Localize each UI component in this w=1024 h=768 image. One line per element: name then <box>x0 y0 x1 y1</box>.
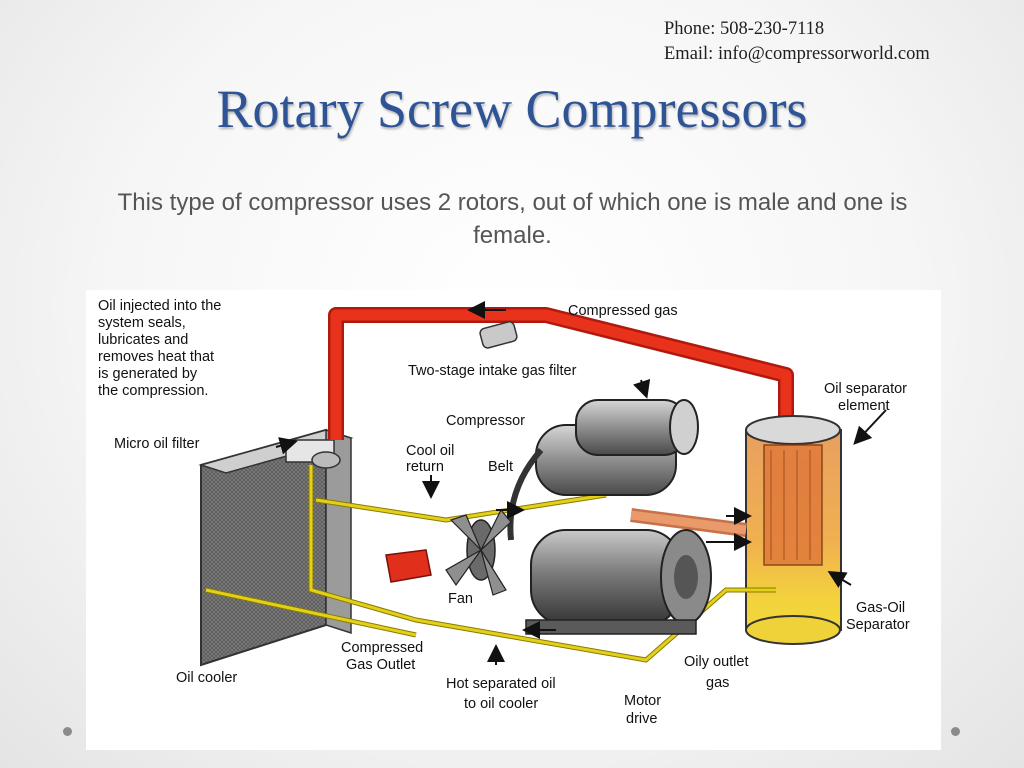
label-compressed-gas-outlet: Compressed Gas Outlet <box>341 640 427 673</box>
belt <box>507 448 544 541</box>
contact-info: Phone: 508-230-7118 Email: info@compress… <box>664 17 930 67</box>
gas-oil-separator <box>745 415 842 645</box>
label-cool-oil-return: Cool oil return <box>406 443 458 475</box>
compressed-gas-outlet-pipe <box>385 549 432 583</box>
oil-cooler <box>198 428 354 667</box>
slide-title: Rotary Screw Compressors <box>216 79 808 139</box>
slide-subtitle: This type of compressor uses 2 rotors, o… <box>117 189 908 249</box>
phone-text: Phone: 508-230-7118 <box>664 19 825 39</box>
compressed-gas-pipe <box>328 307 794 583</box>
label-micro-oil-filter: Micro oil filter <box>114 436 200 452</box>
label-oil-cooler: Oil cooler <box>176 670 237 686</box>
label-compressor: Compressor <box>446 413 525 429</box>
label-compressed-gas: Compressed gas <box>568 303 678 319</box>
fan <box>445 508 512 596</box>
oil-separator-element <box>763 444 823 566</box>
label-hot-separated-oil: Hot separated oil to oil cooler <box>446 676 560 712</box>
diagram-svg: Oil injected into the system seals, lubr… <box>98 298 911 727</box>
slide-dot-left <box>63 727 72 736</box>
label-oil-separator-element: Oil separator element <box>824 381 911 414</box>
label-oil-injected: Oil injected into the system seals, lubr… <box>98 298 225 399</box>
label-fan: Fan <box>448 591 473 607</box>
diagram-labels: Oil injected into the system seals, lubr… <box>98 298 911 727</box>
label-oily-outlet-gas: Oily outlet gas <box>684 654 753 691</box>
label-belt: Belt <box>488 459 513 475</box>
compressor <box>535 399 747 537</box>
label-two-stage-filter: Two-stage intake gas filter <box>408 363 577 379</box>
flow-arrows <box>275 301 887 665</box>
motor <box>525 529 712 635</box>
email-text: Email: info@compressorworld.com <box>664 44 930 64</box>
label-gas-oil-separator: Gas-Oil Separator <box>846 600 910 633</box>
slide-dot-right <box>951 727 960 736</box>
compressor-diagram: Oil injected into the system seals, lubr… <box>86 290 941 750</box>
label-motor-drive: Motor drive <box>624 693 665 727</box>
